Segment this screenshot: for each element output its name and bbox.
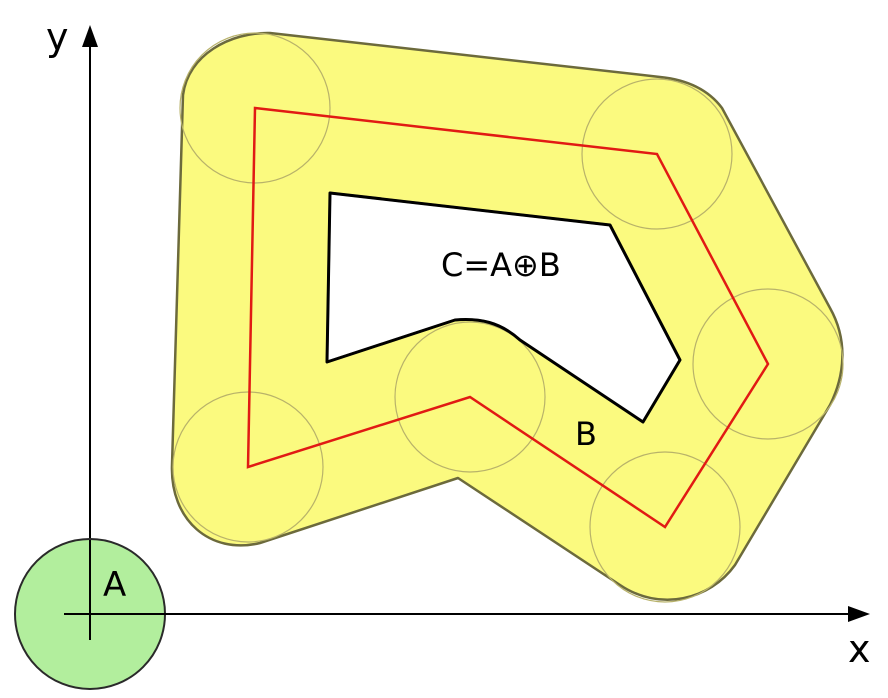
polygon-b [246,106,770,529]
y-axis-arrowhead [82,25,98,47]
x-axis-arrowhead [848,606,870,622]
offset-circle [179,32,331,184]
y-axis-label: y [46,15,69,59]
offset-circle [589,451,741,603]
result-c-label: C=A⊕B [441,246,561,284]
offset-circle [172,391,324,543]
offset-circle [581,78,733,230]
offset-circles [172,32,844,603]
disk-a-label: A [103,565,126,605]
offset-circle [394,321,546,473]
x-axis-label: x [848,627,871,671]
polygon-b-label: B [575,415,597,453]
offset-circle [692,288,844,440]
inner-boundary [325,191,682,424]
